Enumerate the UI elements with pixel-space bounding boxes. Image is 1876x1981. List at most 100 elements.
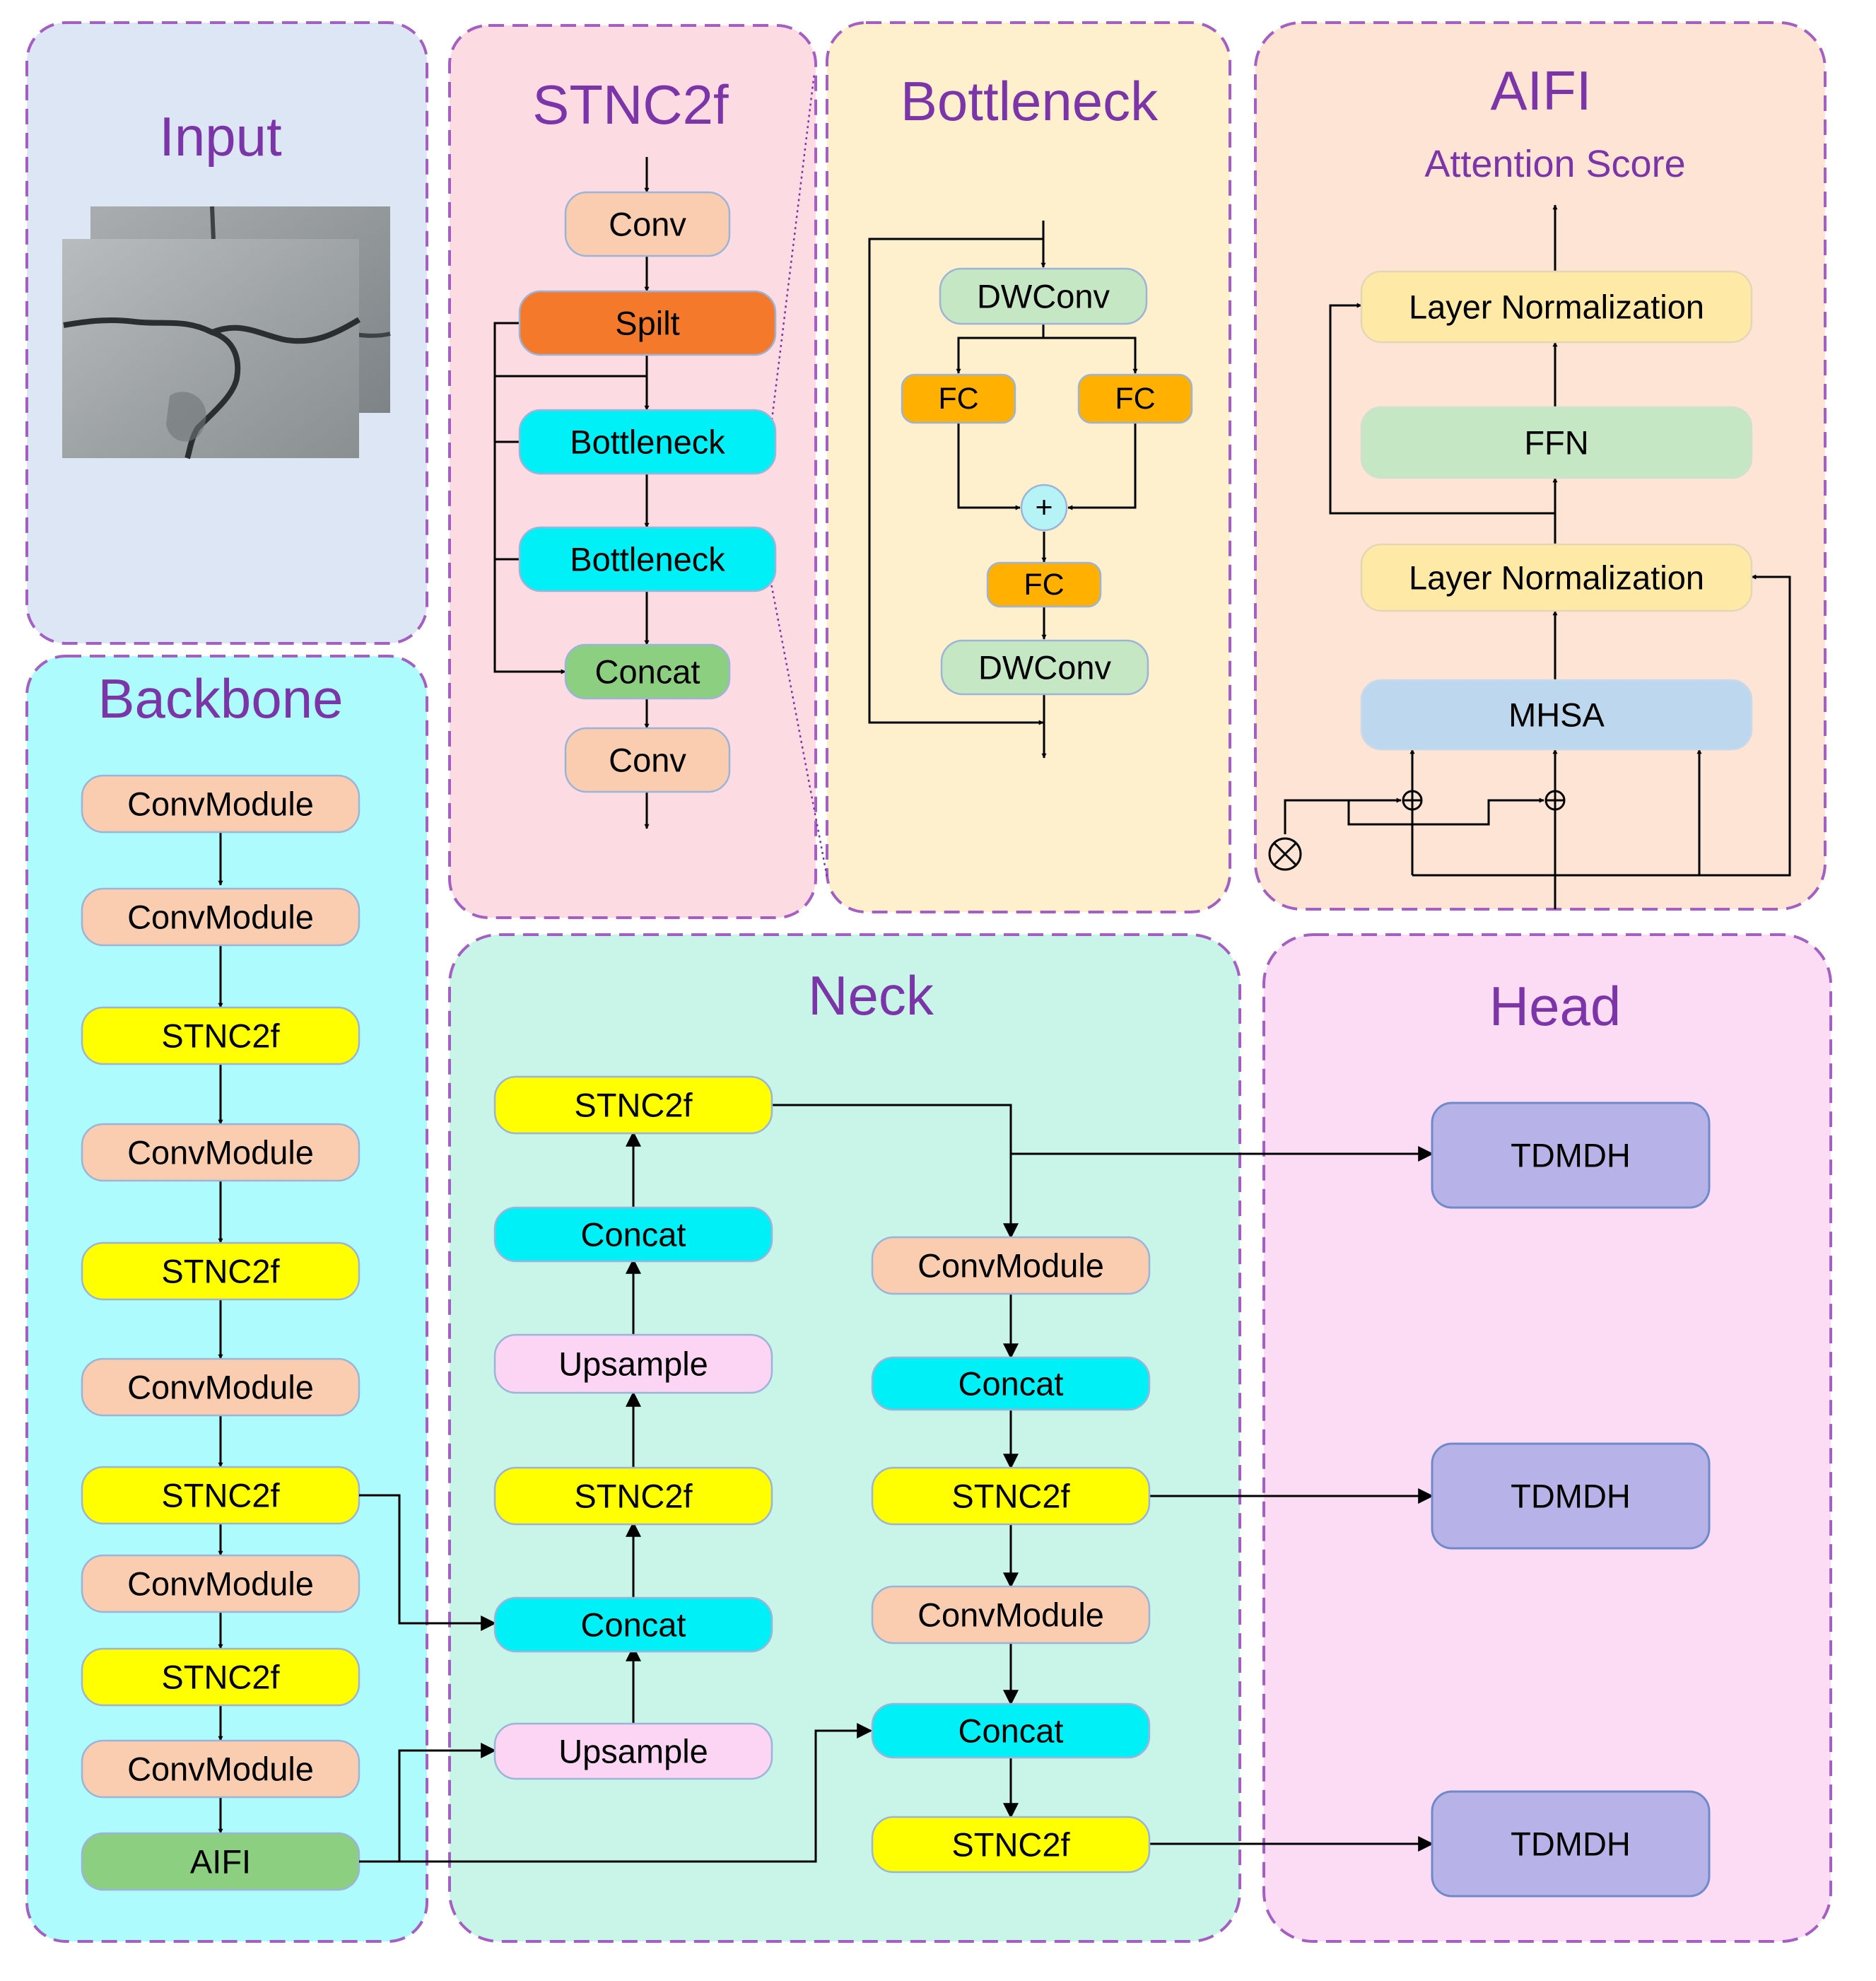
backbone-label-6: STNC2f [161, 1477, 280, 1514]
stnc2f-bottleneck-1 [518, 409, 777, 475]
neck-label-r4: ConvModule [918, 1596, 1104, 1634]
aifi-residual-mhsa [1412, 574, 1791, 877]
backbone-label-5: ConvModule [127, 1369, 314, 1406]
bottleneck-title: Bottleneck [901, 70, 1159, 132]
multiply-circle-icon-cross [1273, 842, 1297, 866]
neck-label-r3: STNC2f [951, 1478, 1070, 1515]
neck-link-aifi-concat [359, 1723, 873, 1863]
head-blocks: TDMDH TDMDH TDMDH [1431, 1101, 1711, 1898]
head-title: Head [1489, 975, 1621, 1037]
head-label-3: TDMDH [1511, 1825, 1631, 1863]
bn-fc-left-label: FC [938, 382, 978, 416]
crack-stain [166, 392, 206, 442]
backbone-convmodule-3 [81, 1123, 360, 1182]
backbone-stnc2f-8 [81, 1647, 360, 1707]
stnc2f-concat [564, 643, 731, 700]
aifi-add-icon-1-cross [1403, 791, 1421, 810]
aifi-add-icon-2-cross [1546, 791, 1564, 810]
stnc2f-concat-label: Concat [595, 653, 700, 691]
bn-fc-mid-label: FC [1024, 568, 1064, 602]
neck-upsample-l6 [493, 1722, 773, 1780]
backbone-label-10: AIFI [190, 1843, 251, 1881]
backbone-convmodule-5 [81, 1357, 360, 1417]
stnc2f-bottleneck-2-label: Bottleneck [570, 541, 725, 578]
plus-circle-icon [1020, 484, 1068, 532]
neck-stnc2f-l4 [493, 1466, 773, 1526]
stnc2f-conv-out-label: Conv [609, 742, 686, 779]
stnc2f-conv-in [564, 191, 731, 257]
input-title: Input [159, 105, 282, 168]
neck-concat-l2 [493, 1206, 773, 1263]
aifi-layernorm-top [1360, 270, 1753, 344]
backbone-convmodule-9 [81, 1739, 360, 1799]
neck-label-l2: Concat [581, 1216, 686, 1254]
stnc2f-conv-in-label: Conv [609, 206, 686, 243]
neck-label-l1: STNC2f [574, 1087, 693, 1124]
backbone-label-1: ConvModule [127, 899, 314, 936]
backbone-label-0: ConvModule [127, 785, 314, 823]
stnc2f-title: STNC2f [532, 74, 729, 136]
stnc2f-split-label: Spilt [615, 305, 679, 342]
bn-dwconv-out [940, 639, 1149, 696]
neck-link-stnc2f-concat [359, 1494, 497, 1631]
aifi-pos-path-b [1347, 797, 1544, 826]
aifi-residual-ffn [1329, 303, 1555, 515]
bottleneck-panel [826, 21, 1231, 913]
backbone-label-2: STNC2f [161, 1017, 280, 1055]
aifi-title: AIFI [1490, 59, 1591, 122]
backbone-title: Backbone [98, 667, 344, 730]
neck-concat-l5 [493, 1596, 773, 1653]
neck-convmodule-r1 [871, 1236, 1151, 1295]
stnc2f-split-branch-outer [493, 322, 566, 674]
aifi-subtitle: Attention Score [1424, 143, 1685, 185]
bn-dwconv-in-label: DWConv [977, 278, 1110, 315]
backbone-convmodule-7 [81, 1554, 360, 1613]
head-label-1: TDMDH [1511, 1137, 1631, 1174]
neck-title: Neck [808, 964, 934, 1027]
bn-dwconv-in [939, 267, 1148, 325]
aifi-layernorm-top-label: Layer Normalization [1409, 288, 1704, 326]
bn-dw-to-fc-right [1043, 337, 1138, 374]
head-tdmdh-3 [1431, 1790, 1711, 1898]
neck-label-r6: STNC2f [951, 1826, 1070, 1864]
neck-label-l4: STNC2f [574, 1478, 693, 1515]
neck-concat-r5 [871, 1702, 1151, 1759]
backbone-label-9: ConvModule [127, 1751, 314, 1788]
backbone-label-8: STNC2f [161, 1659, 280, 1696]
head-tdmdh-1 [1431, 1101, 1711, 1209]
bn-dwconv-out-label: DWConv [978, 649, 1112, 686]
aifi-detail: Layer Normalization FFN Layer Normalizat… [1268, 204, 1791, 909]
stnc2f-bottleneck-1-label: Bottleneck [570, 423, 725, 461]
bn-fc-right-to-plus [1067, 423, 1137, 510]
neck-label-l3: Upsample [558, 1345, 708, 1383]
backbone-convmodule-0 [81, 774, 360, 834]
neck-arrow-l1-r1 [770, 1104, 1019, 1239]
stnc2f-bottleneck-2 [518, 526, 777, 592]
stnc2f-split [518, 290, 777, 356]
neck-label-r5: Concat [958, 1712, 1064, 1750]
aifi-pos-path-a [1284, 797, 1402, 834]
aifi-layernorm-bottom-label: Layer Normalization [1409, 559, 1704, 597]
backbone-stnc2f-4 [81, 1241, 360, 1301]
bn-plus-label: + [1035, 491, 1053, 525]
zoom-guide-top [769, 73, 816, 432]
neck-graph: STNC2f Concat Upsample STNC2f Concat Ups… [359, 1075, 1434, 1874]
neck-label-r1: ConvModule [918, 1247, 1104, 1285]
bottleneck-detail: DWConv FC FC + FC DWConv [868, 221, 1193, 759]
bn-dw-to-fc-left [956, 337, 1043, 374]
backbone-label-4: STNC2f [161, 1253, 280, 1290]
neck-label-l6: Upsample [558, 1733, 708, 1770]
neck-label-r2: Concat [958, 1365, 1064, 1403]
neck-stnc2f-r3 [871, 1466, 1151, 1526]
bn-fc-mid [986, 561, 1102, 608]
bn-fc-right-label: FC [1115, 382, 1155, 416]
aifi-mhsa-label: MHSA [1508, 696, 1605, 734]
stnc2f-conv-out [564, 727, 731, 793]
neck-stnc2f-l1 [493, 1075, 773, 1135]
backbone-label-3: ConvModule [127, 1134, 314, 1171]
aifi-mhsa [1360, 679, 1753, 751]
crack-image-icon [62, 206, 391, 460]
aifi-layernorm-bottom [1360, 543, 1753, 612]
backbone-label-7: ConvModule [127, 1565, 314, 1603]
head-tdmdh-2 [1431, 1442, 1711, 1550]
